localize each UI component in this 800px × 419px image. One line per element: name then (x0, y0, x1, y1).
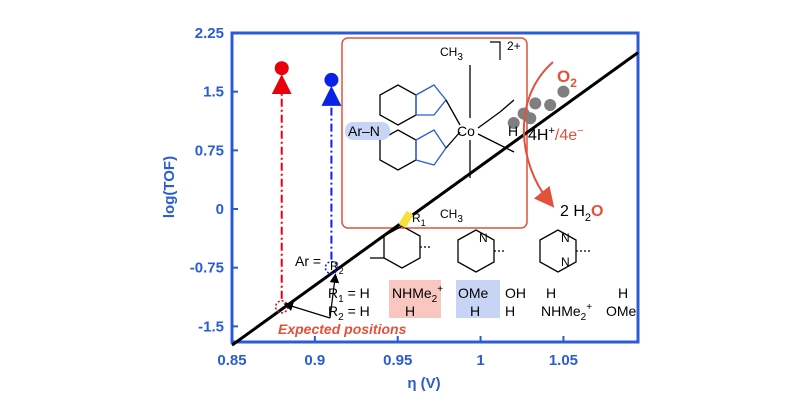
o2-label: O2 (557, 67, 577, 90)
row1-nhme2-sub: 2 (432, 294, 438, 305)
row1-nhme2-text: NHMe (392, 285, 432, 301)
ch3-top-text: CH (440, 45, 457, 59)
complex-charge: 2+ (507, 39, 521, 53)
data-point (544, 98, 557, 111)
row1-r-sub: 1 (338, 294, 344, 305)
row1-nhme2: NHMe2+ (392, 284, 443, 305)
measured-points (507, 85, 570, 129)
pointer-red (283, 301, 331, 319)
ch3-top: CH3 (440, 45, 463, 63)
pyridyl-ring (457, 229, 506, 273)
row2-h1: H (405, 303, 415, 319)
water-label: 2 H2O (560, 203, 603, 224)
charge-bracket (490, 41, 501, 60)
data-point (529, 97, 542, 110)
o2-text: O (557, 67, 570, 86)
y-tick-label: -1.5 (198, 318, 224, 335)
data-point (507, 116, 520, 129)
r1-text: R (412, 211, 421, 225)
electron-sup: − (577, 125, 583, 137)
y-axis-ticks: -1.5 -0.75 0 0.75 1.5 2.25 (190, 25, 238, 335)
row2-h2: H (470, 303, 480, 319)
r2-text: R (330, 259, 339, 273)
water-pre: 2 H (560, 203, 585, 220)
row1-h2: H (618, 285, 628, 301)
nhme2-highlight (389, 280, 441, 318)
data-point (557, 85, 570, 98)
pointer-blue (329, 273, 340, 319)
ar-n-highlight (345, 122, 390, 140)
pyrimidyl-ring (539, 229, 590, 273)
x-tick-label: 0.95 (383, 352, 412, 369)
y-tick-label: -0.75 (190, 260, 224, 277)
r2-sub: 2 (339, 266, 344, 276)
row2-nhme2-text: NHMe (541, 303, 581, 319)
substituent-row-2: R2 = H H H H NHMe2+ OMe (328, 302, 637, 323)
row2-r-text: R (328, 303, 338, 319)
row1-ome: OMe (458, 285, 489, 301)
h-bridge-label: H (508, 123, 518, 139)
row2-nhme2-sup: + (586, 302, 592, 313)
x-axis-title: η (V) (407, 375, 440, 392)
row1-nhme2-sup: + (437, 284, 443, 295)
ch3-bottom-text: CH (440, 207, 457, 221)
y-tick-label: 0.75 (195, 142, 224, 159)
x-tick-label: 0.85 (217, 352, 246, 369)
y-tick-label: 0 (216, 201, 224, 218)
ch3-bottom-sub: 3 (457, 214, 463, 225)
fit-line (231, 51, 639, 347)
cobalt-complex-structure (349, 65, 515, 178)
pyrimidyl-n1: N (561, 231, 570, 245)
proton-sup: + (548, 125, 554, 137)
row2-r: R2 = H (328, 303, 370, 323)
y-tick-label: 2.25 (195, 25, 224, 42)
y-axis-title: log(TOF) (161, 156, 178, 218)
expected-positions-label: Expected positions (278, 321, 407, 337)
row2-eq: = H (344, 303, 370, 319)
row1-oh: OH (505, 285, 526, 301)
oxygen-reduction-arrow (522, 61, 555, 208)
r1-label: R1 (412, 211, 426, 228)
row2-h3: H (505, 303, 515, 319)
ch3-top-sub: 3 (457, 52, 463, 63)
pyrimidyl-n2: N (561, 255, 570, 269)
x-axis-ticks: 0.85 0.9 0.95 1 1.05 (217, 336, 578, 369)
x-tick-label: 1 (476, 352, 484, 369)
pyridyl-n: N (479, 231, 488, 245)
water-sub: 2 (585, 212, 591, 224)
red-marker (274, 61, 289, 76)
ch3-bottom: CH3 (440, 207, 463, 225)
proton-text: 4H (528, 127, 548, 144)
row2-nhme2-sub: 2 (581, 312, 587, 323)
ar-equals: Ar = (295, 253, 321, 269)
o2-sub: 2 (570, 76, 577, 90)
aryl-substituent-ring (370, 210, 432, 269)
x-tick-label: 1.05 (549, 352, 578, 369)
row2-ome: OMe (606, 303, 637, 319)
row2-nhme2: NHMe2+ (541, 302, 592, 323)
blue-marker (324, 72, 339, 87)
data-point (524, 112, 537, 125)
row1-eq: = H (344, 285, 370, 301)
r1-sub: 1 (421, 218, 426, 228)
water-o: O (591, 203, 603, 220)
r2-label: R2 (330, 259, 344, 276)
electron-text: /4e (555, 127, 577, 144)
row2-r-sub: 2 (338, 312, 344, 323)
x-tick-label: 0.9 (304, 352, 325, 369)
y-tick-label: 1.5 (203, 84, 224, 101)
row1-h1: H (546, 285, 556, 301)
ome-highlight (456, 280, 500, 318)
proton-electron-label: 4H+/4e− (528, 125, 584, 144)
ar-n-label: Ar–N (348, 123, 380, 139)
co-label: Co (457, 123, 475, 139)
plot-frame (230, 31, 640, 344)
